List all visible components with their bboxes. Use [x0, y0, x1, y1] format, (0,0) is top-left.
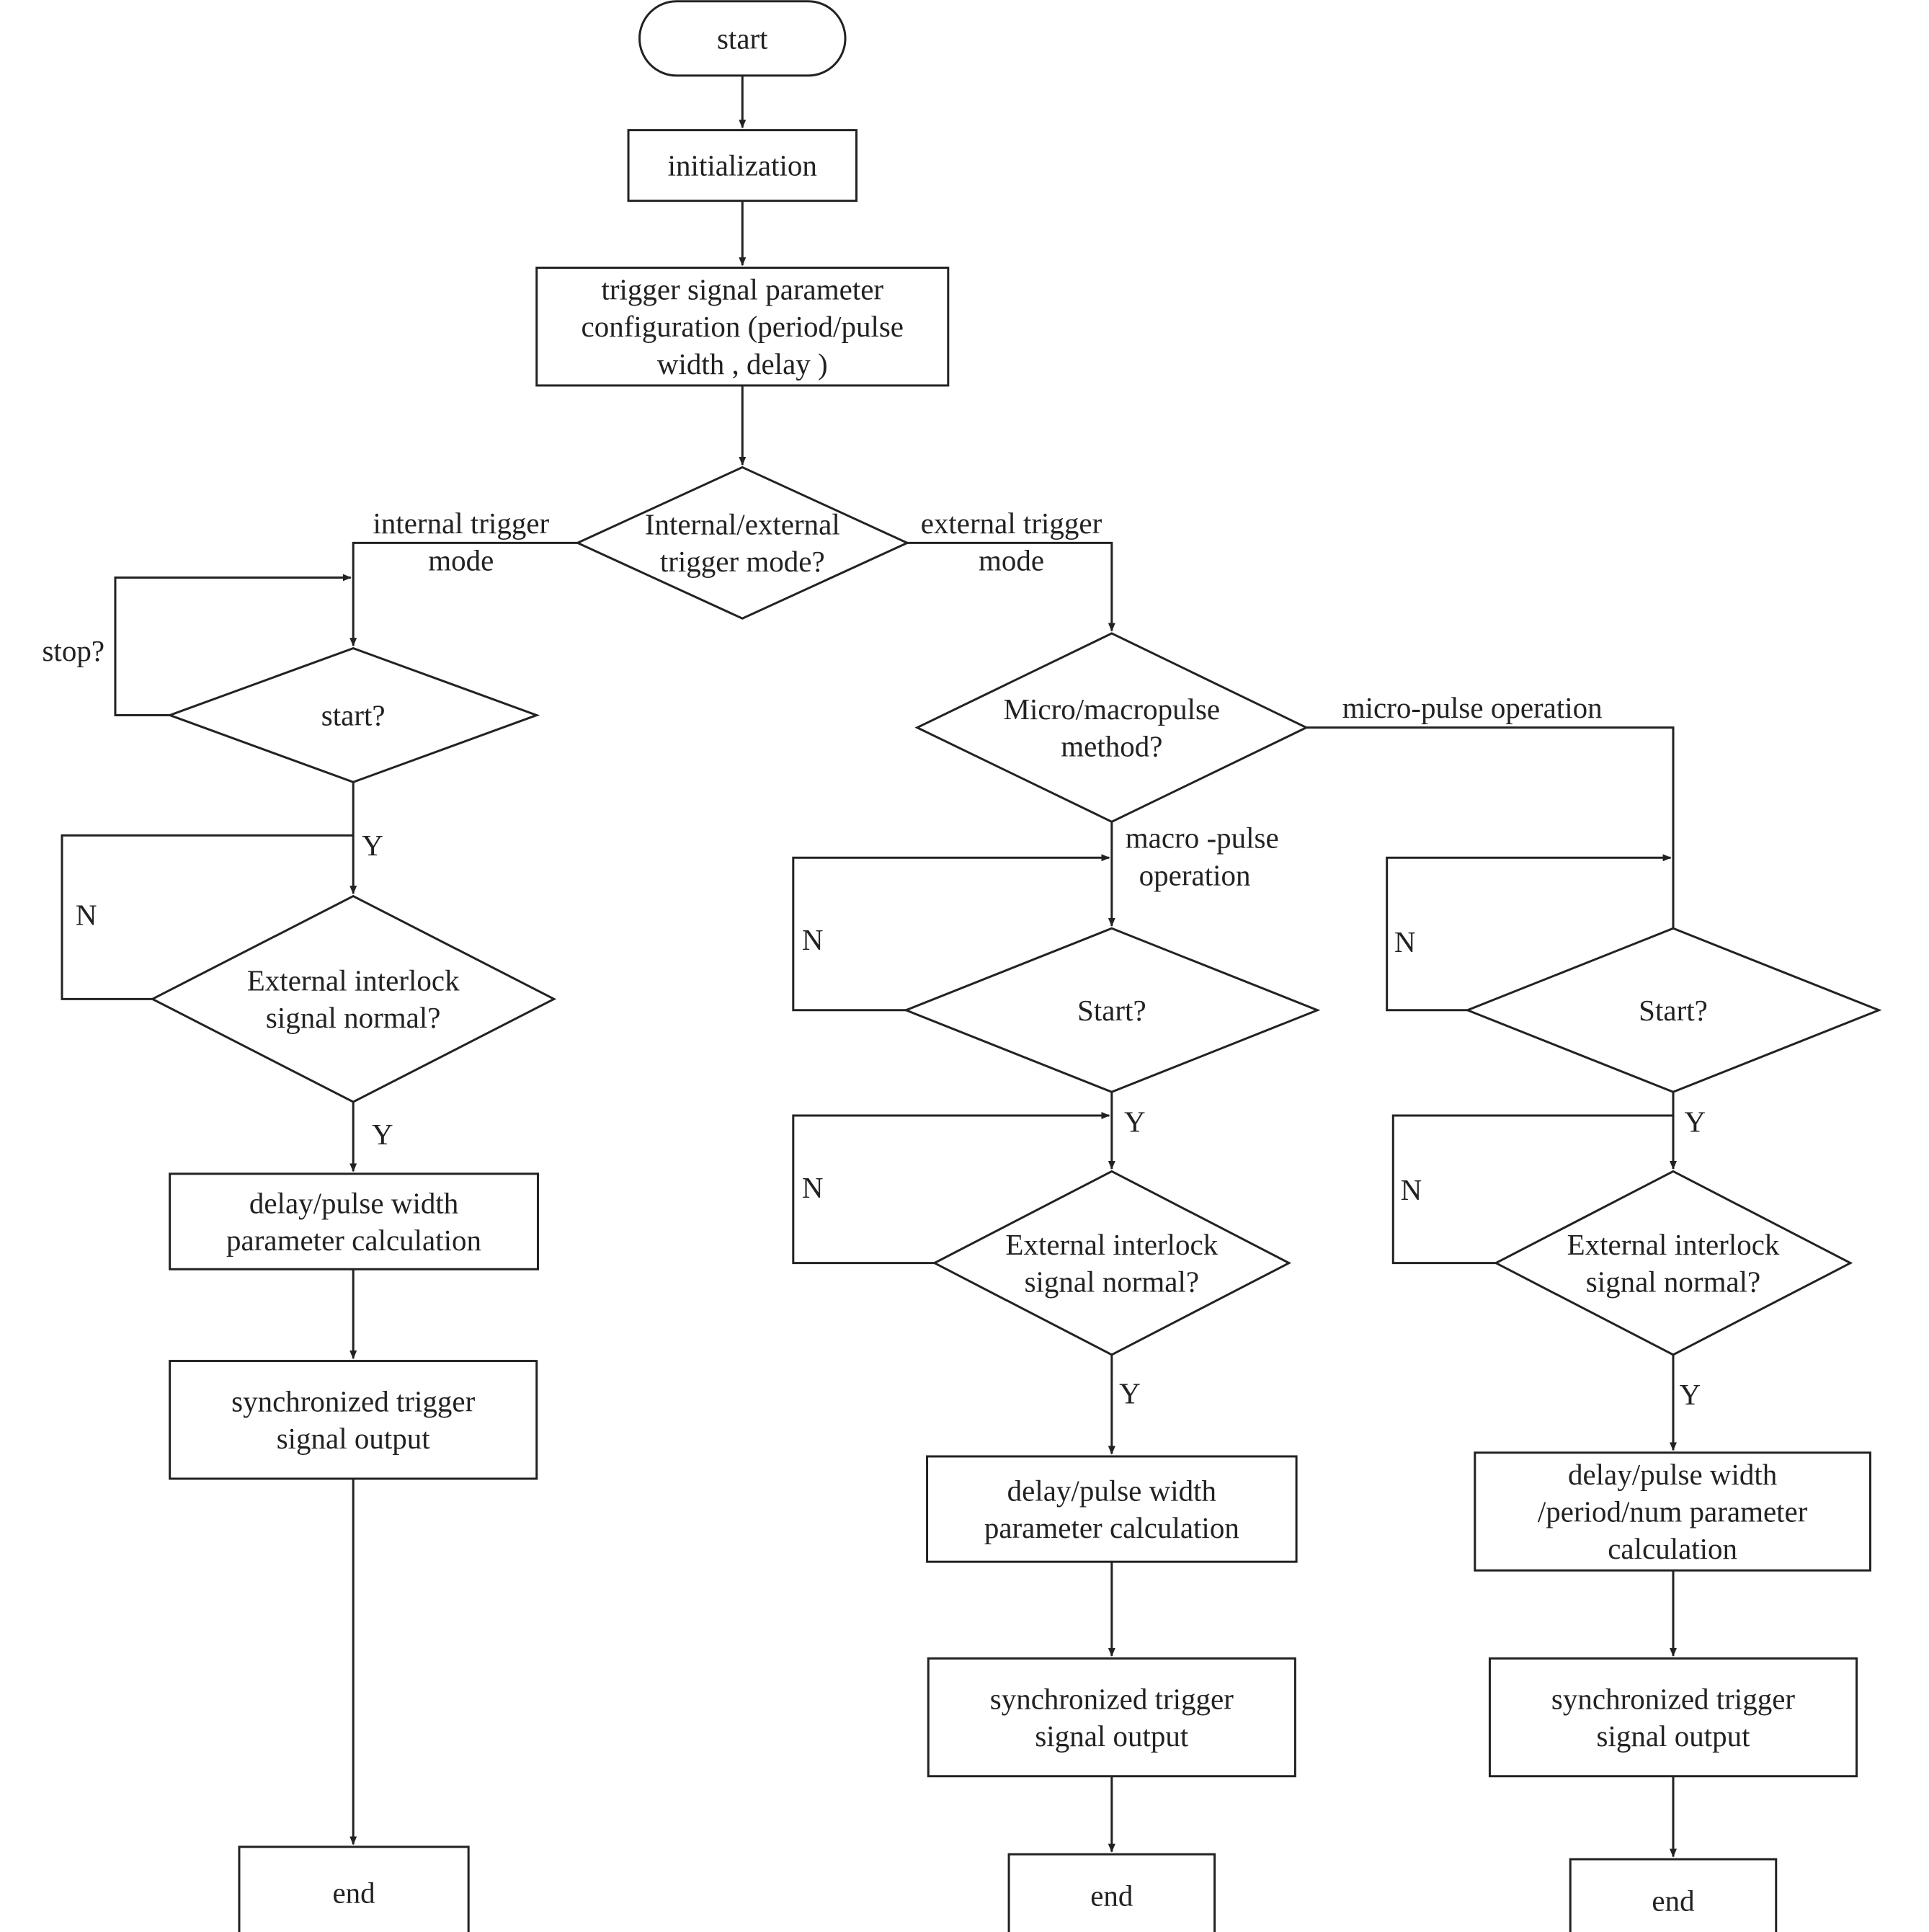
method-decision [914, 632, 1309, 824]
r-start-text: Start? [1639, 994, 1708, 1027]
l-start-text: start? [321, 698, 386, 731]
l-calc-box [169, 1172, 539, 1270]
r-start-decision [1464, 927, 1882, 1093]
r-output-text: synchronized trigger [1551, 1682, 1795, 1715]
edge-label-l-n: N [76, 898, 97, 931]
connectors [61, 75, 1677, 1858]
l-end-box [238, 1846, 470, 1932]
edge-label-micro: micro-pulse operation [1342, 691, 1603, 724]
arrow-r-start-no [1386, 854, 1672, 1012]
r-interlock-text: External interlock [1567, 1228, 1780, 1261]
edge-label-internal: internal trigger [373, 507, 549, 540]
edge-label-stop: stop? [42, 634, 104, 667]
edge-label-l-y1: Y [362, 829, 383, 862]
config-text: configuration (period/pulse [582, 310, 904, 343]
mode-text: Internal/external [645, 508, 840, 541]
start-terminal [638, 0, 847, 77]
edge-label-r-n1: N [1394, 925, 1416, 958]
edge-label-macro: macro -pulse [1126, 822, 1279, 855]
l-calc-text: parameter calculation [226, 1224, 481, 1257]
m-calc-box [926, 1455, 1298, 1563]
init-box [627, 129, 858, 202]
r-interlock-text: signal normal? [1586, 1265, 1761, 1298]
m-output-text: signal output [1035, 1719, 1189, 1753]
l-output-text: synchronized trigger [231, 1384, 475, 1417]
edge-label-m-y2: Y [1119, 1376, 1141, 1410]
m-start-decision [903, 927, 1321, 1093]
l-calc-text: delay/pulse width [249, 1186, 458, 1219]
r-end-text: end [1652, 1884, 1694, 1918]
edge-label-m-n2: N [802, 1171, 824, 1204]
l-interlock-text: signal normal? [266, 1001, 441, 1034]
r-output-box [1488, 1657, 1858, 1778]
edge-label-r-n2: N [1401, 1173, 1422, 1206]
arrow-external-mode [907, 541, 1115, 632]
r-calc-text: calculation [1608, 1532, 1737, 1565]
l-interlock-text: External interlock [247, 964, 460, 997]
mode-text: trigger mode? [660, 545, 825, 578]
r-calc-text: delay/pulse width [1568, 1458, 1777, 1491]
line-micro-pulse [1306, 726, 1675, 929]
edge-label-external: external trigger [921, 507, 1102, 540]
line-l-interlock-no [61, 834, 354, 1000]
m-interlock-text: External interlock [1005, 1228, 1218, 1261]
arrow-stop-loop [114, 574, 352, 716]
r-interlock-decision [1493, 1170, 1853, 1356]
method-text: Micro/macropulse [1004, 693, 1221, 726]
r-calc-text: /period/num parameter [1538, 1495, 1808, 1528]
l-output-text: signal output [277, 1422, 431, 1455]
m-start-text: Start? [1077, 994, 1146, 1027]
m-output-box [927, 1657, 1296, 1778]
m-end-box [1007, 1853, 1216, 1932]
arrow-m-interlock-no [792, 1112, 1110, 1265]
init-text: initialization [668, 149, 817, 182]
mode-decision [574, 466, 910, 620]
m-calc-text: delay/pulse width [1007, 1474, 1216, 1507]
edge-label-m-y1: Y [1124, 1105, 1146, 1139]
line-r-interlock-no [1391, 1114, 1673, 1265]
edge-label-m-n1: N [802, 923, 824, 956]
edge-label-l-y2: Y [372, 1118, 393, 1151]
l-output-box [169, 1360, 538, 1480]
m-end-text: end [1090, 1879, 1133, 1913]
m-interlock-decision [932, 1170, 1292, 1356]
method-text: method? [1061, 729, 1162, 762]
l-end-text: end [332, 1876, 375, 1909]
config-text: trigger signal parameter [601, 273, 883, 306]
m-output-text: synchronized trigger [990, 1682, 1234, 1715]
m-interlock-text: signal normal? [1025, 1265, 1200, 1298]
start-text: start [717, 22, 768, 55]
r-calc-box [1474, 1451, 1871, 1572]
arrow-m-start-no [792, 854, 1110, 1012]
arrow-internal-mode [349, 541, 578, 647]
l-start-decision [166, 646, 540, 783]
r-output-text: signal output [1597, 1719, 1751, 1753]
shapes: start initialization trigger signal parame… [150, 0, 1882, 1932]
m-calc-text: parameter calculation [984, 1511, 1239, 1544]
edge-label-r-y2: Y [1680, 1378, 1701, 1411]
edge-label-internal: mode [428, 543, 494, 577]
edge-label-macro: operation [1139, 858, 1251, 891]
l-interlock-decision [150, 894, 557, 1103]
config-box [535, 267, 950, 387]
edge-label-r-y1: Y [1684, 1105, 1706, 1139]
edge-label-external: mode [979, 543, 1044, 577]
config-text: width , delay ) [657, 347, 828, 380]
r-end-box [1569, 1858, 1778, 1932]
